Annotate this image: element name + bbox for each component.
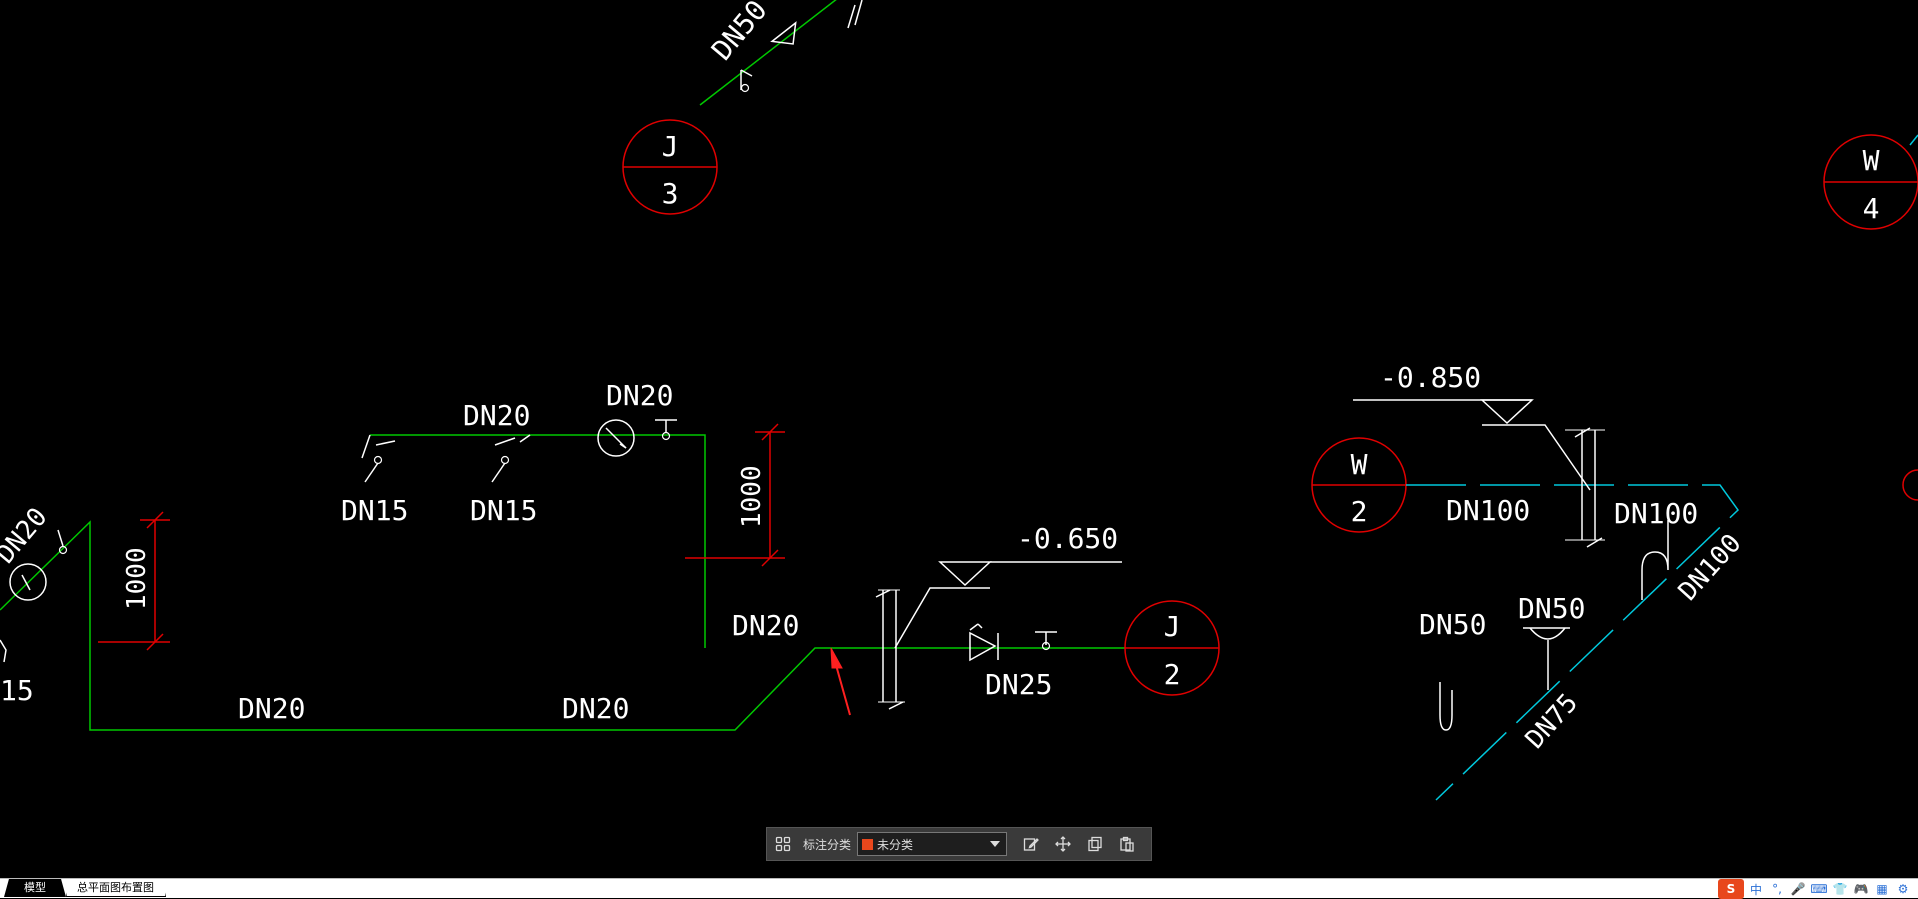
dim-1000-right: 1000 — [737, 465, 767, 528]
paste-icon[interactable] — [1115, 832, 1139, 856]
move-icon[interactable] — [1051, 832, 1075, 856]
marker-w4-bottom: 4 — [1863, 192, 1880, 225]
category-select[interactable]: 未分类 — [857, 832, 1008, 856]
dimension-right: 1000 — [685, 423, 785, 567]
layout-tab-bar: 模型 总平面图布置图 S 中 °, 🎤 ⌨ 👕 🎮 ▦ ⚙ — [0, 878, 1918, 899]
copy-icon[interactable] — [1083, 832, 1107, 856]
label-dn50-b: DN50 — [1518, 592, 1585, 625]
marker-j3-bottom: 3 — [662, 177, 679, 210]
punctuation-icon[interactable]: °, — [1772, 882, 1782, 896]
label-dn100-c: DN100 — [1673, 528, 1748, 606]
marker-w2-bottom: 2 — [1351, 495, 1368, 528]
branch-j3: DN50 J 3 — [622, 0, 863, 215]
label-dn20-b: DN20 — [606, 379, 673, 412]
apps-icon[interactable]: ▦ — [1876, 882, 1888, 896]
annotation-toolbar: 标注分类 未分类 — [766, 827, 1152, 861]
dimension-left: 1000 — [98, 511, 170, 651]
label-dn15-b: DN15 — [470, 494, 537, 527]
grid-icon[interactable] — [771, 832, 795, 856]
marker-j2-bottom: 2 — [1164, 658, 1181, 691]
marker-j2: J 2 — [1124, 600, 1220, 696]
chevron-down-icon — [990, 841, 1001, 847]
cad-drawing-canvas[interactable]: DN50 J 3 W 4 — [0, 0, 1918, 878]
sogou-ime-icon[interactable]: S — [1718, 879, 1744, 899]
category-color-swatch — [862, 838, 874, 850]
label-dn50-a: DN50 — [1419, 608, 1486, 641]
label-dn20-c: DN20 — [238, 692, 305, 725]
category-label: 标注分类 — [803, 837, 852, 852]
water-system-left: 1000 1000 DN20 DN20 DN15 DN15 DN20 15 DN… — [0, 379, 895, 731]
annotation-arrow — [830, 647, 851, 716]
ime-tray: S 中 °, 🎤 ⌨ 👕 🎮 ▦ ⚙ — [1715, 879, 1912, 899]
label-dn15-left: 15 — [0, 674, 34, 707]
label-dn100-a: DN100 — [1446, 494, 1530, 527]
marker-j3: J 3 — [622, 119, 718, 215]
label-dn75: DN75 — [1520, 688, 1584, 755]
drainage-system-right: W 2 -0.850 DN100 DN100 DN100 DN50 DN50 D… — [1311, 361, 1748, 801]
microphone-icon[interactable]: 🎤 — [1790, 882, 1806, 896]
tab-layout[interactable]: 总平面图布置图 — [66, 879, 166, 897]
keyboard-icon[interactable]: ⌨ — [1810, 882, 1828, 896]
game-icon[interactable]: 🎮 — [1853, 882, 1869, 896]
marker-w4-top: W — [1863, 144, 1880, 177]
label-dn25: DN25 — [985, 668, 1052, 701]
label-dn20-a: DN20 — [463, 399, 530, 432]
marker-w2-top: W — [1351, 448, 1368, 481]
label-dn20-d: DN20 — [562, 692, 629, 725]
label-dn20-left: DN20 — [0, 502, 54, 569]
inlet-j2: -0.650 DN25 J 2 — [875, 522, 1220, 710]
marker-j2-top: J — [1164, 610, 1181, 643]
label-dn20-e: DN20 — [732, 609, 799, 642]
dim-1000-left: 1000 — [122, 547, 152, 610]
tab-model[interactable]: 模型 — [4, 879, 66, 897]
label-elev-w: -0.850 — [1380, 361, 1481, 394]
edit-icon[interactable] — [1019, 832, 1043, 856]
skin-icon[interactable]: 👕 — [1832, 882, 1848, 896]
label-dn15-a: DN15 — [341, 494, 408, 527]
marker-w2: W 2 — [1311, 437, 1407, 533]
label-dn100-b: DN100 — [1614, 497, 1698, 530]
ime-language-toggle[interactable]: 中 — [1749, 882, 1762, 897]
label-elev-j: -0.650 — [1017, 522, 1118, 555]
marker-w4: W 4 — [1823, 134, 1918, 230]
settings-icon[interactable]: ⚙ — [1897, 882, 1909, 896]
category-value: 未分类 — [877, 837, 914, 852]
marker-j3-top: J — [662, 130, 679, 163]
